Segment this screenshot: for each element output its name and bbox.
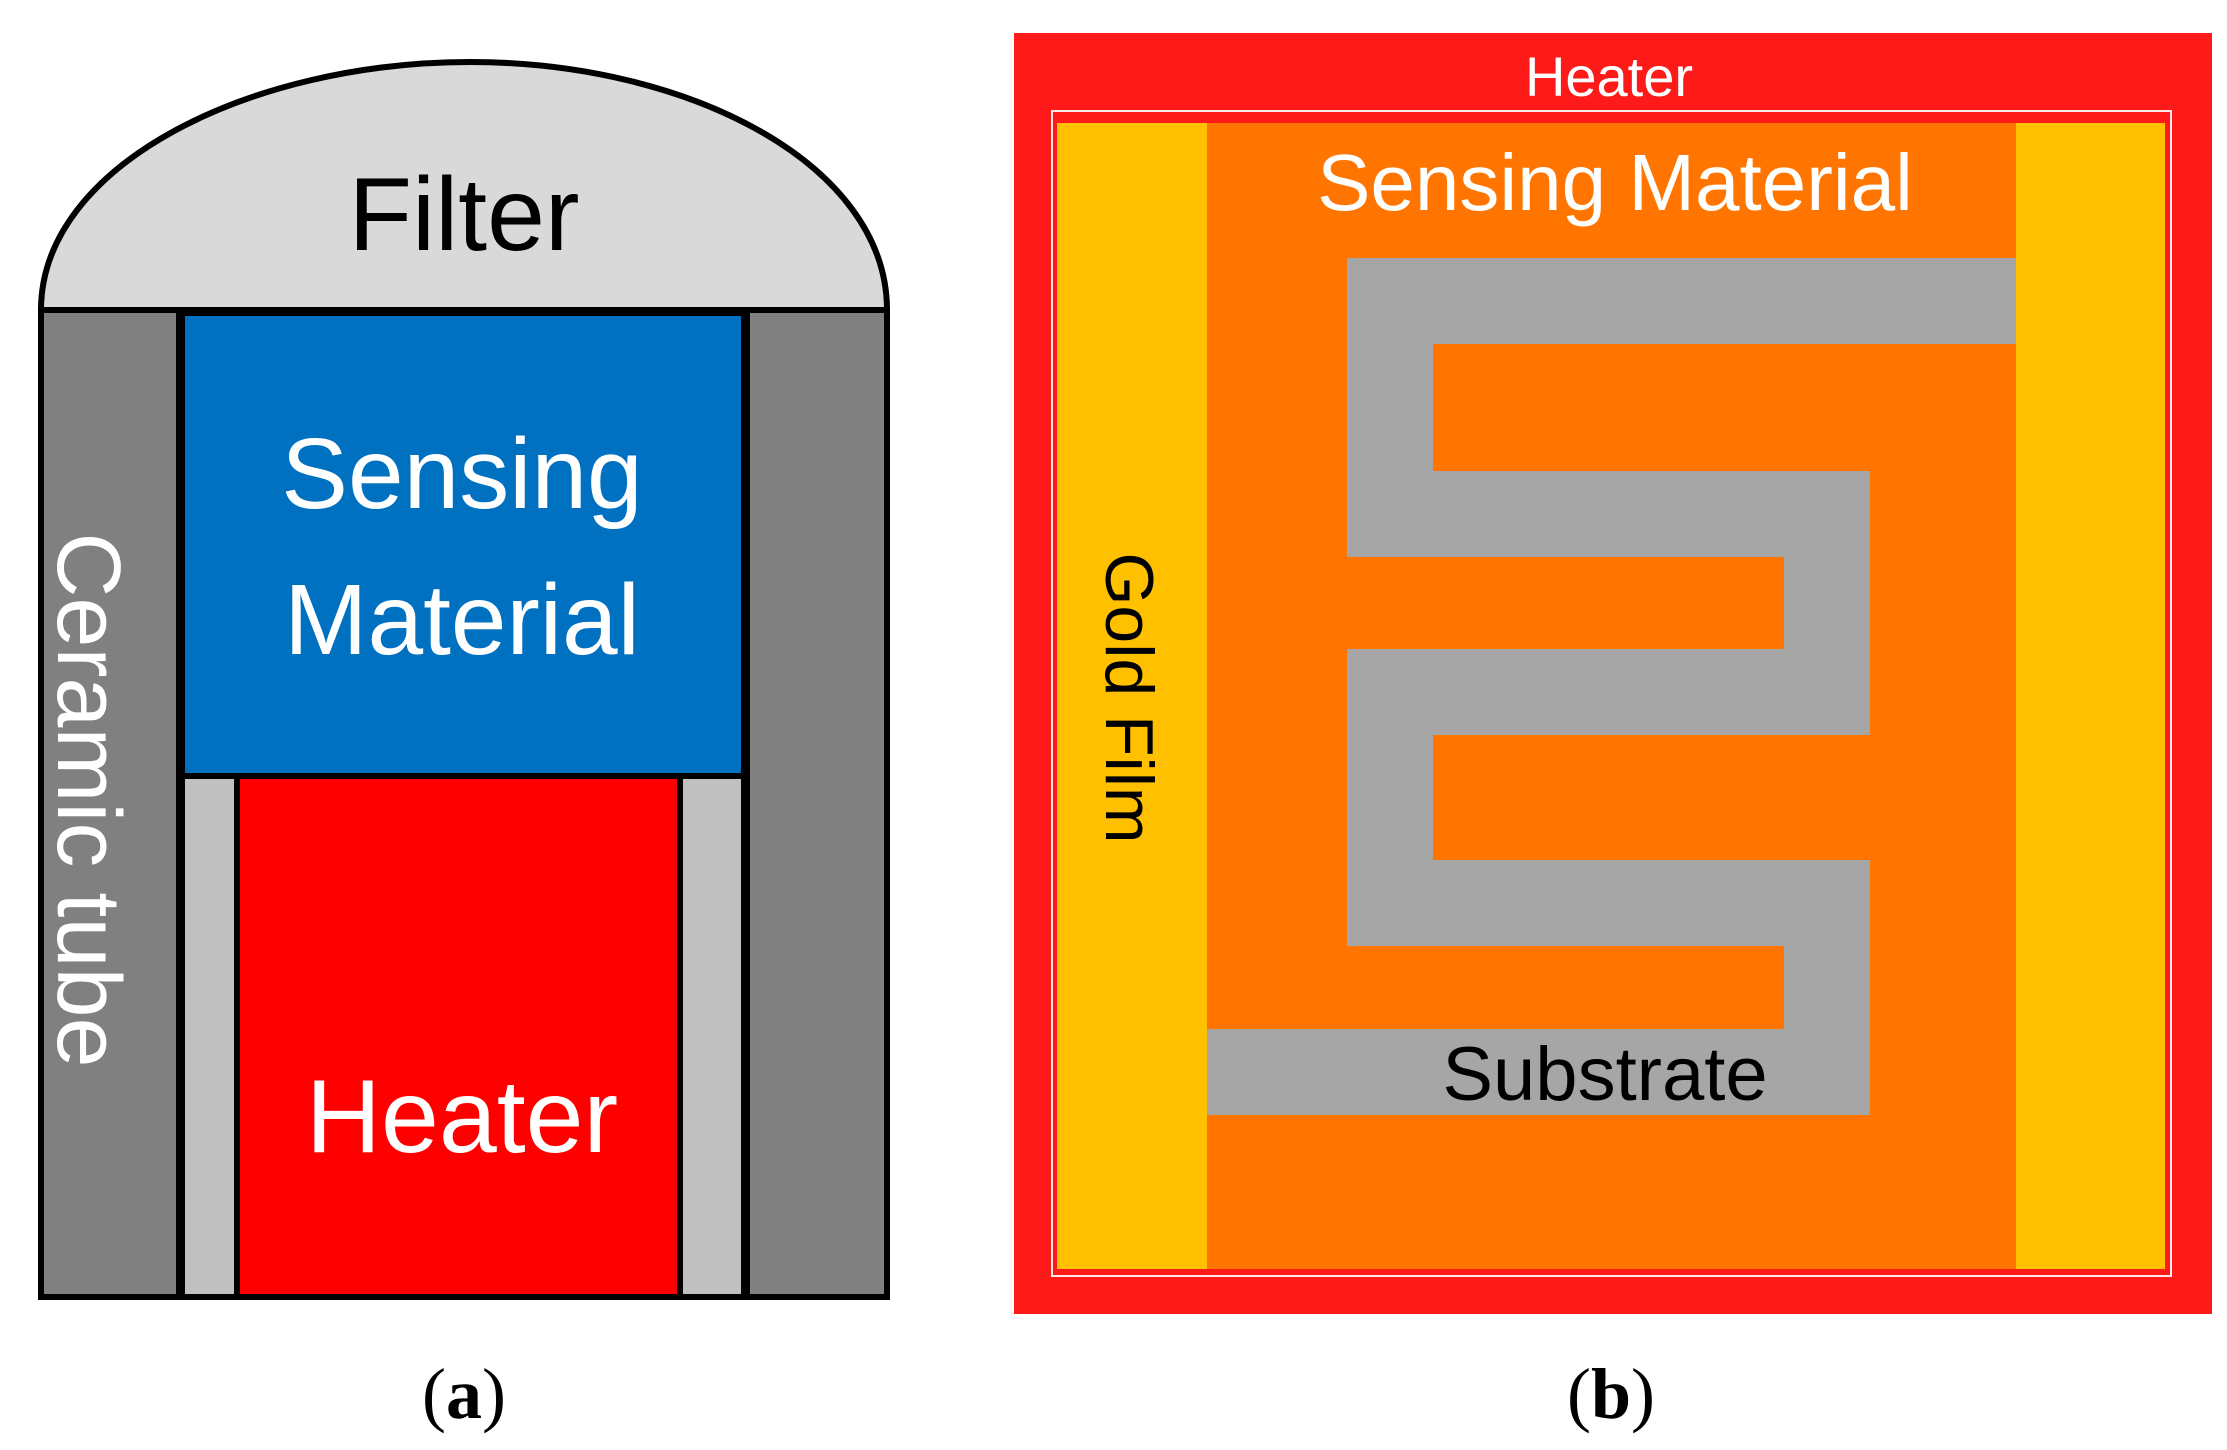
sensing-material-label-line1: Sensing [281, 418, 642, 530]
caption-b: (b) [1567, 1354, 1655, 1434]
heater-block [234, 773, 683, 1300]
filter-dome [37, 58, 891, 313]
panel-a-cross-section: Filter Sensing Material Heater Ceramic t… [37, 58, 891, 1434]
caption-a-close: ) [482, 1354, 506, 1434]
gold-film-right [2016, 123, 2165, 1269]
substrate-label: Substrate [1442, 1032, 1767, 1117]
caption-b-open: ( [1567, 1354, 1591, 1434]
heater-frame-label: Heater [1525, 45, 1693, 108]
sensing-material-label-line2: Material [284, 564, 640, 676]
spacer-right [677, 773, 747, 1300]
ceramic-tube-right-wall [744, 307, 890, 1300]
caption-a-open: ( [422, 1354, 446, 1434]
inner-outline [1051, 110, 2172, 1277]
gold-film-left [1057, 123, 1207, 1269]
sensing-material-label: Sensing Material [1317, 138, 1913, 227]
ceramic-tube-label: Ceramic tube [38, 532, 138, 1067]
spacer-left [179, 773, 240, 1300]
sensing-material-block [179, 310, 747, 779]
caption-b-letter: b [1591, 1354, 1631, 1434]
gold-film-label: Gold Film [1091, 553, 1167, 844]
caption-a-letter: a [446, 1354, 482, 1434]
heater-label: Heater [306, 1059, 618, 1175]
caption-b-close: ) [1631, 1354, 1655, 1434]
panel-b-top-view: Heater Sensing Material Substrate Gold F… [1014, 33, 2212, 1434]
caption-a: (a) [422, 1354, 506, 1434]
filter-label: Filter [348, 157, 579, 273]
substrate-serpentine [1207, 258, 2016, 1115]
